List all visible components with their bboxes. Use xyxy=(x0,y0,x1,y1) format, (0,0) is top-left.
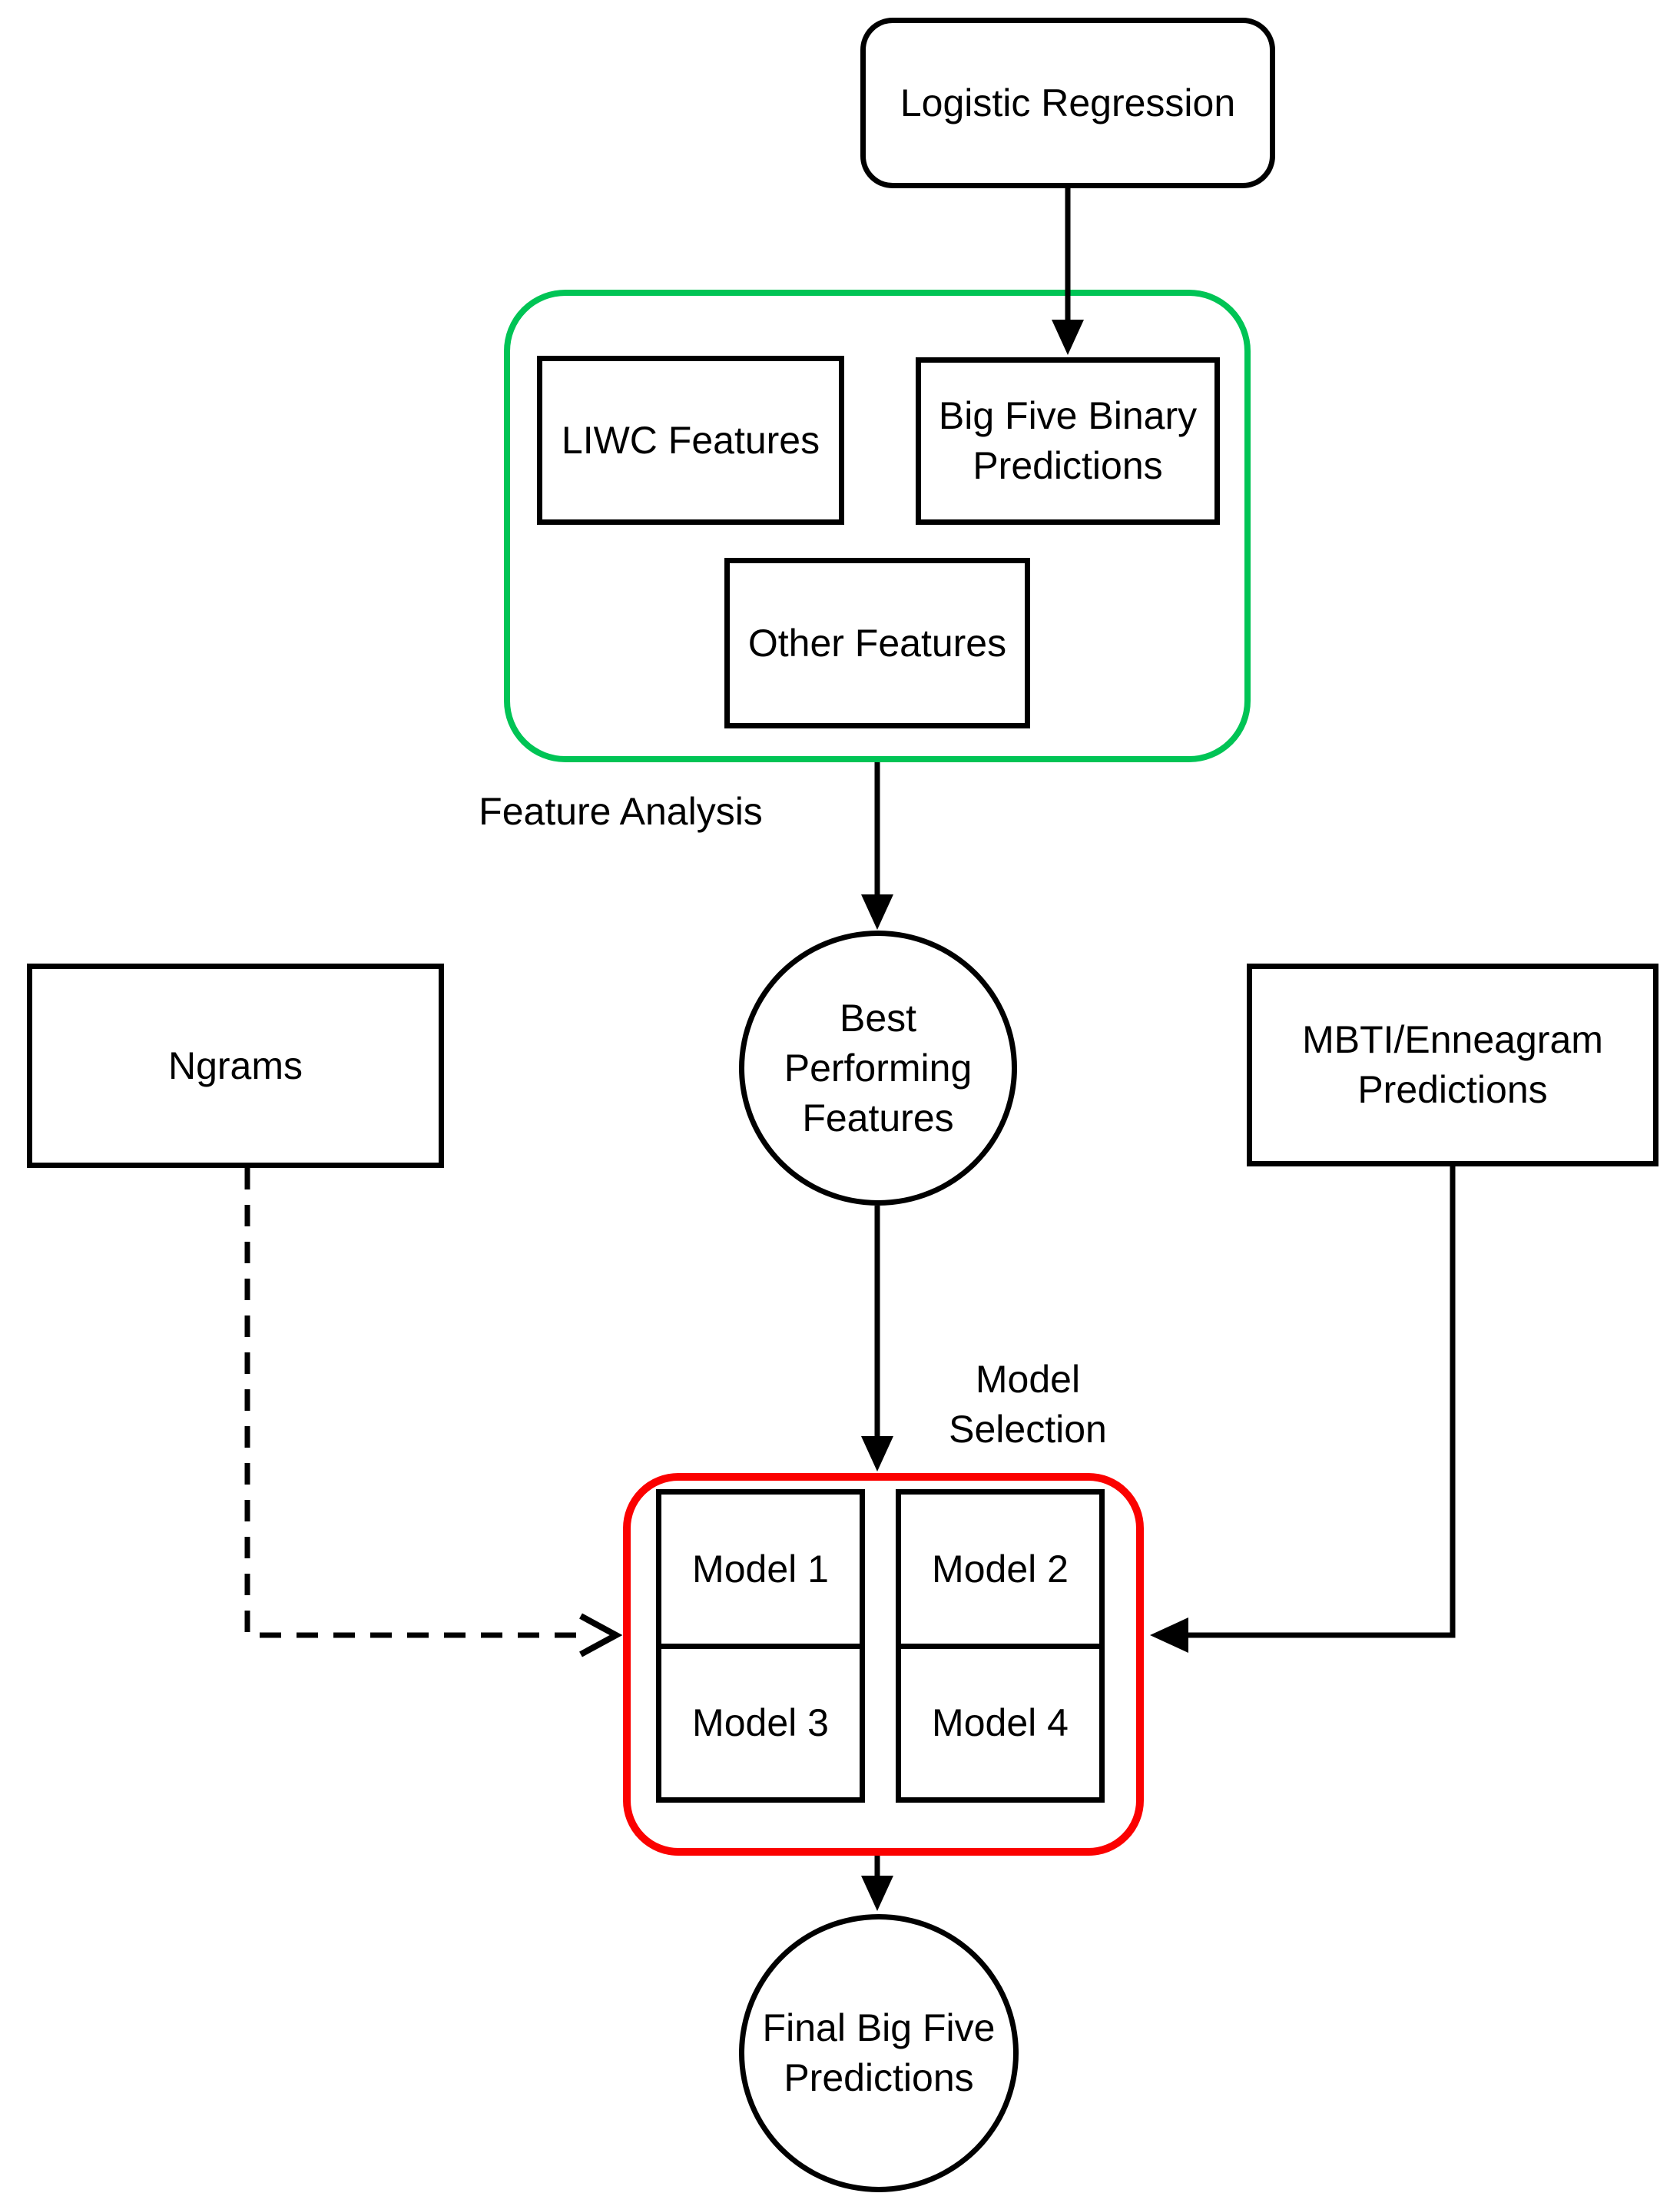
feature-group-container xyxy=(504,290,1251,762)
node-final-big-five-predictions: Final Big Five Predictions xyxy=(739,1914,1019,2192)
arrow-ngrams-to-model-grid xyxy=(244,1168,623,1657)
arrow-model-grid-to-final xyxy=(861,1856,893,1911)
node-final-big-five-predictions-label: Final Big Five Predictions xyxy=(762,2006,996,2099)
node-other-features-label: Other Features xyxy=(747,621,1007,665)
node-ngrams-label: Ngrams xyxy=(167,1043,303,1087)
arrow-feature-group-to-best-features xyxy=(861,762,893,930)
node-liwc-features: LIWC Features xyxy=(537,356,844,525)
model-selection-label: Model Selection xyxy=(949,1358,1107,1451)
node-big-five-binary-predictions-label: Big Five Binary Predictions xyxy=(938,394,1198,487)
node-mbti-enneagram-predictions-label: MBTI/Enneagram Predictions xyxy=(1302,1018,1603,1111)
model-grid-container xyxy=(623,1473,1144,1856)
node-liwc-features-label: LIWC Features xyxy=(561,418,820,462)
arrow-mbti-to-model-grid xyxy=(1150,1166,1456,1653)
node-other-features: Other Features xyxy=(724,558,1030,728)
node-ngrams: Ngrams xyxy=(27,964,444,1168)
node-mbti-enneagram-predictions: MBTI/Enneagram Predictions xyxy=(1247,964,1658,1166)
node-best-performing-features: Best Performing Features xyxy=(739,931,1017,1206)
node-big-five-binary-predictions: Big Five Binary Predictions xyxy=(916,357,1220,525)
model-grid-column-right: Model 2 Model 4 xyxy=(896,1489,1105,1803)
model-3-cell: Model 3 xyxy=(661,1643,860,1798)
model-grid-column-left: Model 1 Model 3 xyxy=(656,1489,865,1803)
node-logistic-regression: Logistic Regression xyxy=(860,18,1275,188)
feature-analysis-label: Feature Analysis xyxy=(479,790,763,833)
model-4-cell: Model 4 xyxy=(901,1643,1099,1798)
node-logistic-regression-label: Logistic Regression xyxy=(900,81,1236,124)
node-best-performing-features-label: Best Performing Features xyxy=(784,996,973,1140)
model-2-cell: Model 2 xyxy=(932,1547,1069,1591)
model-1-cell: Model 1 xyxy=(692,1547,829,1591)
